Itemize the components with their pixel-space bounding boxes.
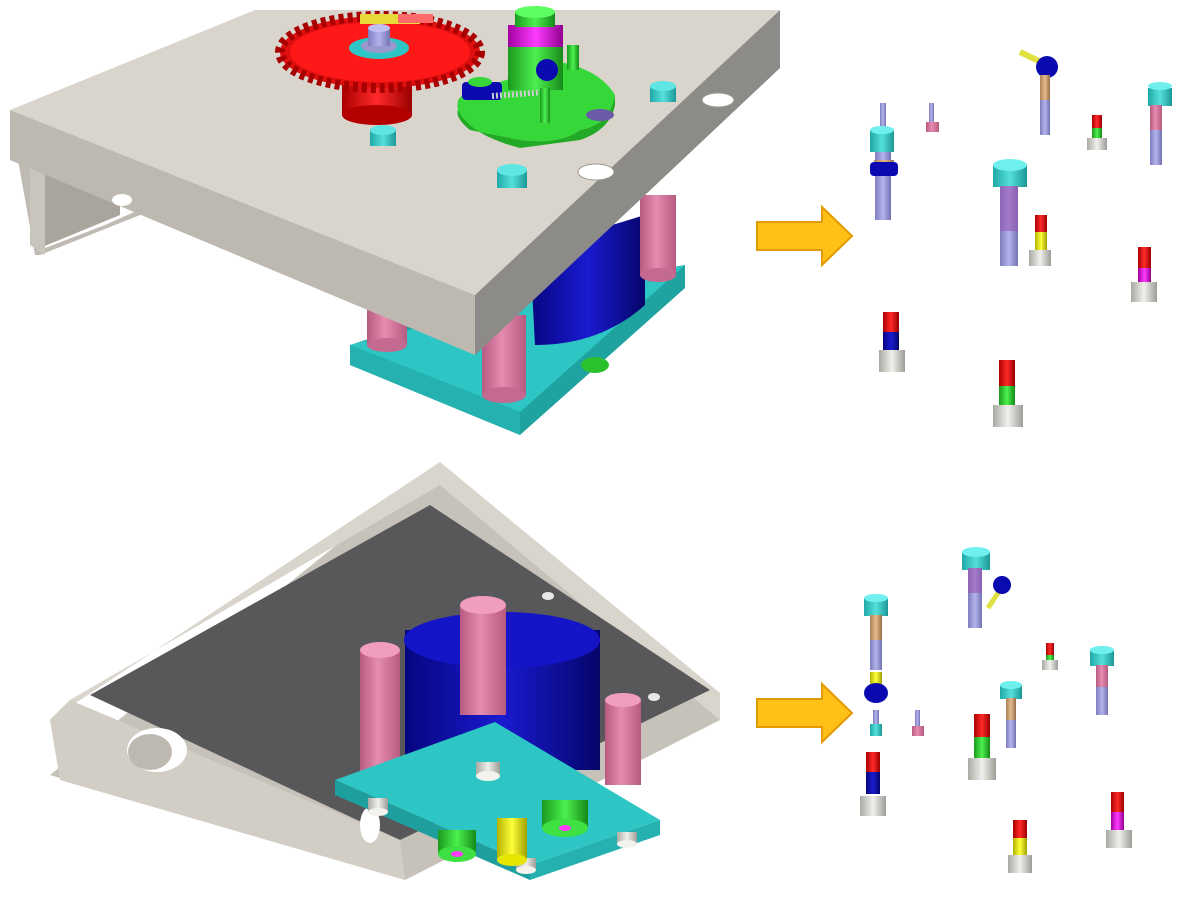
- fasteners-top: [870, 49, 1172, 427]
- fasteners-bottom: [860, 547, 1132, 873]
- gear-top: [275, 11, 485, 125]
- support-posts-bottom: [360, 596, 641, 785]
- arrow-top-icon: [756, 204, 854, 268]
- green-bracket-top: [457, 6, 615, 148]
- arrow-bottom-icon: [756, 681, 854, 745]
- top-assembly: [10, 6, 780, 435]
- studs-top: [370, 81, 676, 188]
- base-plate-bottom: [335, 722, 660, 880]
